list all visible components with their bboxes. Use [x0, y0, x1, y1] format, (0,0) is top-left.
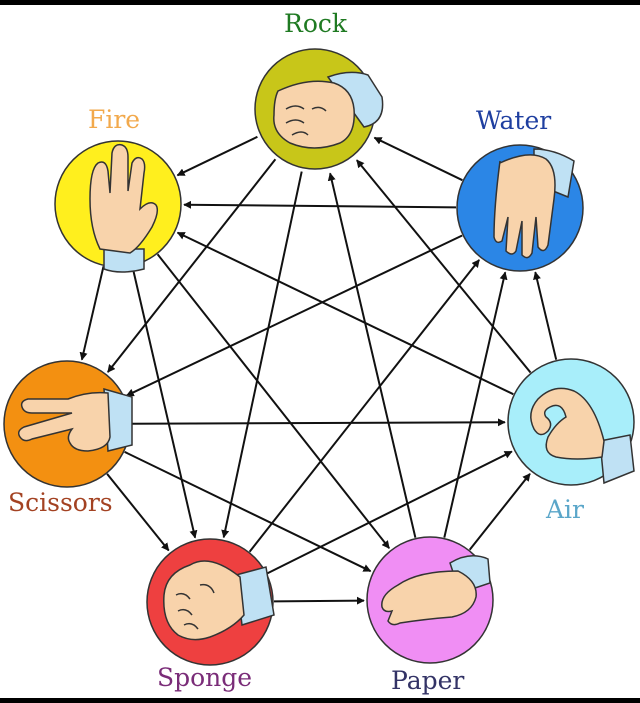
flat-hand-icon	[381, 555, 491, 626]
paper-label: Paper	[391, 666, 465, 695]
fire-node	[54, 140, 182, 273]
arrow-fire-to-paper	[156, 253, 390, 549]
peace-sign-icon	[17, 387, 133, 452]
fist-icon	[273, 71, 384, 149]
arrow-water-to-scissors	[125, 234, 463, 397]
ok-sign-icon	[530, 387, 635, 485]
arrow-scissors-to-air	[130, 418, 506, 427]
arrow-fire-to-scissors	[79, 266, 105, 361]
arrow-sponge-to-paper	[273, 596, 365, 605]
arrow-sponge-to-water	[248, 259, 480, 553]
clenched-fist-icon	[163, 560, 275, 641]
rock-node	[254, 48, 384, 170]
arrow-water-to-rock	[373, 136, 463, 182]
arrow-scissors-to-paper	[124, 451, 372, 573]
paper-node	[366, 536, 494, 664]
arrow-rock-to-sponge	[221, 171, 303, 539]
downward-hand-icon	[493, 148, 575, 259]
three-fingers-icon	[89, 143, 159, 273]
arrow-fire-to-sponge	[131, 266, 198, 539]
arrow-paper-to-water	[443, 271, 508, 538]
arrow-paper-to-air	[468, 473, 531, 551]
beat-arrows	[79, 135, 558, 605]
arrow-scissors-to-sponge	[106, 473, 170, 552]
arrow-water-to-fire	[183, 200, 457, 209]
air-node	[507, 358, 635, 486]
arrow-air-to-water	[533, 271, 558, 360]
water-node	[456, 144, 584, 272]
sponge-node	[146, 538, 275, 666]
scissors-node	[3, 360, 133, 488]
arrow-rock-to-fire	[176, 135, 258, 177]
air-label: Air	[546, 495, 585, 524]
arrow-paper-to-rock	[327, 172, 417, 538]
scissors-label: Scissors	[8, 488, 113, 517]
rpsls-cycle-diagram	[3, 48, 635, 666]
arrow-air-to-rock	[356, 159, 532, 374]
water-label: Water	[476, 106, 552, 135]
arrow-sponge-to-air	[266, 450, 513, 575]
arrow-air-to-fire	[176, 231, 514, 396]
rock-label: Rock	[284, 9, 348, 38]
arrow-rock-to-scissors	[107, 158, 277, 373]
fire-label: Fire	[88, 105, 141, 134]
diagram-stage: Rock Fire Water Scissors Air Sponge Pape…	[0, 5, 640, 698]
sponge-label: Sponge	[157, 663, 253, 692]
